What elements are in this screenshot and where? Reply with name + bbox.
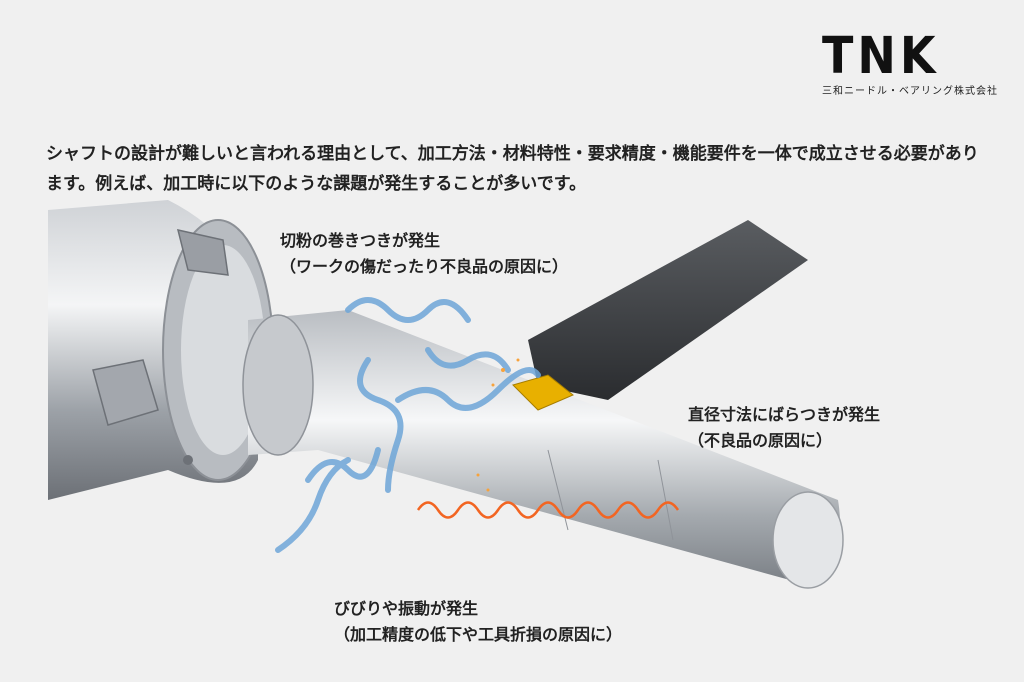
annotation-detail: （不良品の原因に） xyxy=(688,431,833,450)
annotation-title: 直径寸法にばらつきが発生 xyxy=(688,405,881,424)
logo-company-name: 三和ニードル・ベアリング株式会社 xyxy=(822,86,998,97)
annotation-detail: （ワークの傷だったり不良品の原因に） xyxy=(280,257,569,276)
annotation-title: びびりや振動が発生 xyxy=(334,599,479,618)
chuck xyxy=(48,200,274,500)
annotation-diameter-variation: 直径寸法にばらつきが発生 （不良品の原因に） xyxy=(688,402,880,454)
shaft xyxy=(242,310,844,589)
annotation-chip-entanglement: 切粉の巻きつきが発生 （ワークの傷だったり不良品の原因に） xyxy=(280,228,568,280)
sparks xyxy=(476,358,520,492)
cutting-tool xyxy=(512,220,808,411)
annotation-chatter-vibration: びびりや振動が発生 （加工精度の低下や工具折損の原因に） xyxy=(334,596,622,648)
metal-chips xyxy=(275,297,541,553)
company-logo: TNK 三和ニードル・ベアリング株式会社 xyxy=(822,25,998,98)
intro-text: シャフトの設計が難しいと言われる理由として、加工方法・材料特性・要求精度・機能要… xyxy=(46,144,979,194)
annotation-title: 切粉の巻きつきが発生 xyxy=(280,231,441,250)
vibration-wave xyxy=(416,501,680,519)
lathe-illustration xyxy=(48,200,844,589)
logo-mark: TNK xyxy=(822,25,940,86)
annotation-detail: （加工精度の低下や工具折損の原因に） xyxy=(334,625,623,644)
